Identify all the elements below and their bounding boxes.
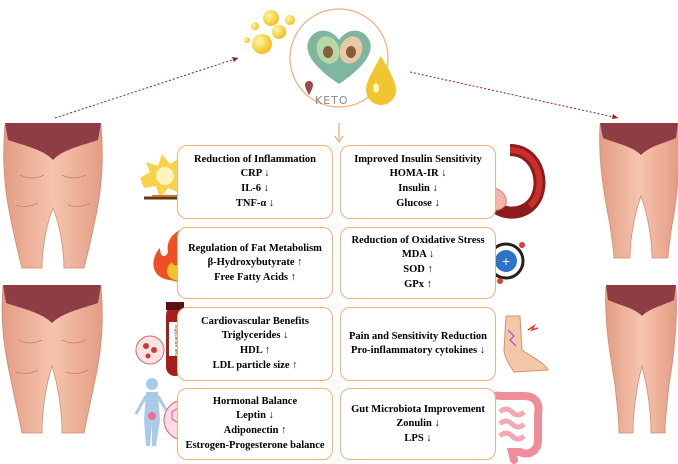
keto-logo [289,8,396,108]
marker-line: Estrogen-Progesterone balance [185,440,325,451]
atom-icon: + [484,242,525,284]
box-title: Improved Insulin Sensitivity [354,154,482,165]
box-title: Regulation of Fat Metabolism [188,242,322,254]
box-hormonal-balance: Hormonal Balance Leptin ↓ Adiponectin ↑ … [177,388,333,460]
tube-label: Triglyceride Test [174,323,179,357]
marker-line: MDA ↓ [401,249,435,260]
svg-text:+: + [501,255,510,268]
arrowhead-right-icon [612,114,618,119]
marker-line: Leptin ↓ [236,410,274,421]
box-title: Reduction of Oxidative Stress [351,235,485,246]
legs-healthy-bottom-right [605,285,677,434]
marker-line: Glucose ↓ [396,198,440,209]
marker-line: Free Fatty Acids ↑ [214,271,296,283]
legs-healthy-top-right [599,123,678,259]
box-pain-and-sensitivity-reduction: Pain and Sensitivity Reduction Pro-infla… [340,307,496,381]
box-title: Pain and Sensitivity Reduction [349,331,487,342]
box-title: Gut Microbiota Improvement [351,403,485,415]
marker-line: Adiponectin ↑ [223,425,287,436]
marker-line: β-Hydroxybutyrate ↑ [207,256,303,268]
marker-line: IL-6 ↓ [241,183,269,194]
box-title: Hormonal Balance [212,396,298,407]
marker-line: Insulin ↓ [398,183,438,194]
marker-line: Zonulin ↓ [396,417,440,429]
box-reduction-of-inflammation: Reduction of Inflammation CRP ↓ IL-6 ↓ T… [177,145,333,219]
marker-line: LDL particle size ↑ [212,360,298,371]
marker-line: Pro-inflammatory cytokines ↓ [351,345,485,356]
marker-line: TNF-α ↓ [235,198,275,209]
box-improved-insulin-sensitivity: Improved Insulin Sensitivity HOMA-IR ↓ I… [340,145,496,219]
marker-line: SOD ↑ [403,264,433,275]
marker-line: GPx ↑ [404,279,432,290]
dotted-arrows [54,57,619,119]
box-cardiovascular-benefits: Cardiovascular Benefits Triglycerides ↓ … [177,307,333,381]
marker-line: HOMA-IR ↓ [389,168,447,179]
legs-lipedema-top-left [3,123,103,269]
marker-line: LPS ↓ [404,432,432,444]
arrowhead-left-icon [232,57,238,62]
marker-line: CRP ↓ [240,168,270,179]
box-title: Reduction of Inflammation [194,154,316,165]
box-title: Cardiovascular Benefits [200,316,309,327]
legs-lipedema-bottom-left [1,285,103,434]
keto-logo-text: KETO [315,94,349,107]
marker-line: Triglycerides ↓ [221,330,289,341]
box-reduction-of-oxidative-stress: Reduction of Oxidative Stress MDA ↓ SOD … [340,227,496,299]
marker-line: HDL ↑ [239,345,271,356]
box-gut-microbiota-improvement: Gut Microbiota Improvement Zonulin ↓ LPS… [340,388,496,460]
box-regulation-of-fat-metabolism: Regulation of Fat Metabolism β-Hydroxybu… [177,227,333,299]
